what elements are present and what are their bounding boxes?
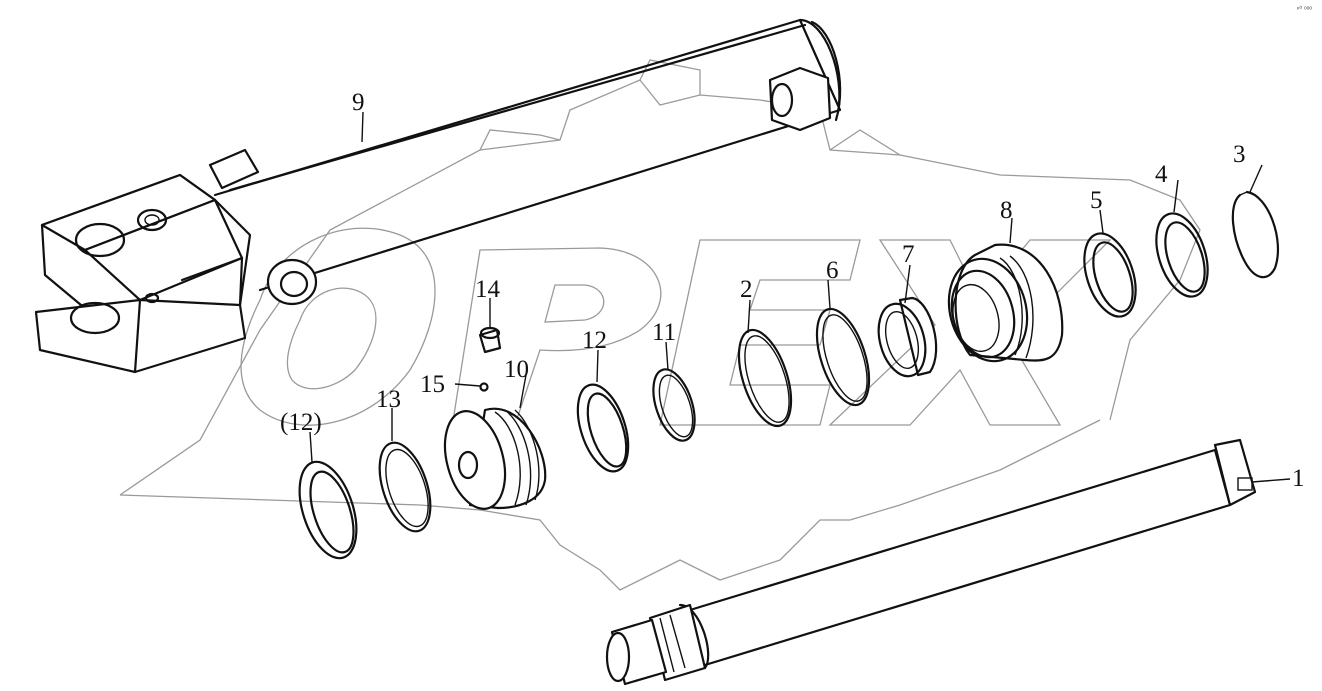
callout-1: 1 <box>1292 465 1305 492</box>
watermark <box>119 59 1201 591</box>
part-3-snap-ring <box>1231 190 1280 279</box>
watermark-letter-p <box>449 247 662 441</box>
callout-4: 4 <box>1155 161 1168 188</box>
watermark-letter-o <box>240 227 436 426</box>
part-8-guide-sleeve <box>947 243 1064 363</box>
callout-3: 3 <box>1233 141 1246 168</box>
part-14-set-screw <box>478 326 502 354</box>
part-6-o-ring <box>815 307 871 407</box>
callouts: 1 2 3 4 5 6 7 8 9 10 11 12 (12) 13 14 15 <box>280 89 1305 492</box>
part-2-o-ring <box>737 328 793 428</box>
callout-9: 9 <box>352 89 365 116</box>
callout-2: 2 <box>740 276 753 303</box>
callout-11: 11 <box>652 319 676 346</box>
callout-6: 6 <box>826 257 839 284</box>
callout-5: 5 <box>1090 187 1103 214</box>
part-1-piston-rod <box>605 438 1257 686</box>
part-12-support-ring <box>576 383 630 473</box>
part-11-o-ring <box>652 368 696 442</box>
callout-12: 12 <box>582 327 607 354</box>
part-13-o-ring <box>378 441 432 533</box>
part-12b-support-ring <box>298 460 358 560</box>
callout-14: 14 <box>475 276 501 303</box>
part-4-wiper-ring <box>1155 212 1209 298</box>
leader-lines <box>309 111 1291 483</box>
part-7-bushing <box>877 296 938 378</box>
watermark-gear-bottom <box>119 419 1101 591</box>
callout-10: 10 <box>504 356 529 383</box>
callout-15: 15 <box>420 371 445 398</box>
part-9-cylinder-barrel <box>34 18 842 374</box>
watermark-gear-top <box>119 79 1201 496</box>
corner-mark: ⁿ⁰ ᵒᵒᵒ <box>1296 6 1312 13</box>
part-15-steel-ball <box>479 382 489 392</box>
callout-8: 8 <box>1000 197 1013 224</box>
callout-13: 13 <box>376 386 401 413</box>
part-5-seal-ring <box>1083 232 1137 318</box>
watermark-letter-e <box>659 239 861 426</box>
part-10-piston <box>443 407 547 510</box>
callout-12b: (12) <box>280 409 322 436</box>
callout-7: 7 <box>902 241 915 268</box>
